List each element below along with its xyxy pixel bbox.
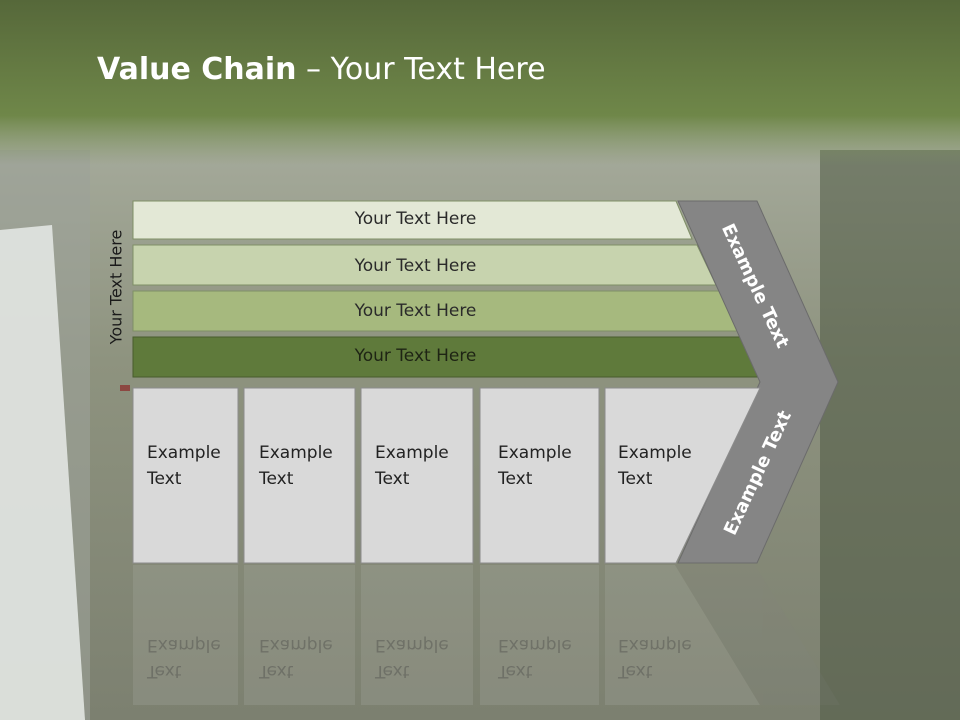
box-5-shape bbox=[604, 387, 761, 564]
box-3-line1: Example bbox=[375, 443, 449, 463]
title-rest: – Your Text Here bbox=[296, 52, 546, 87]
box-5-reflection-line1: Example bbox=[618, 635, 692, 655]
row-1-shape bbox=[132, 200, 693, 240]
box-3-reflection-line2: Text bbox=[375, 661, 410, 681]
box-3-line2: Text bbox=[375, 469, 410, 489]
row-4-label: Your Text Here bbox=[354, 346, 477, 366]
box-2-line2: Text bbox=[259, 469, 294, 489]
box-3-shape bbox=[360, 387, 474, 564]
box-5-line1: Example bbox=[618, 443, 692, 463]
reflection-group bbox=[133, 565, 840, 705]
box-4-line2: Text bbox=[498, 469, 533, 489]
box-5-reflection-line2: Text bbox=[618, 661, 653, 681]
row-1-label: Your Text Here bbox=[354, 209, 477, 229]
box-2-line1: Example bbox=[259, 443, 333, 463]
box-2-reflection-line1: Example bbox=[259, 635, 333, 655]
box-1-line2: Text bbox=[147, 469, 182, 489]
title-bold: Value Chain bbox=[97, 52, 297, 87]
box-4-reflection-line1: Example bbox=[498, 635, 572, 655]
box-5-reflection: Text Example bbox=[618, 632, 692, 684]
row-3-label: Your Text Here bbox=[354, 301, 477, 321]
box-1-reflection: Text Example bbox=[147, 632, 221, 684]
box-3-reflection-line1: Example bbox=[375, 635, 449, 655]
box-4-reflection-line2: Text bbox=[498, 661, 533, 681]
box-2-reflection-line2: Text bbox=[259, 661, 294, 681]
box-3-reflection: Text Example bbox=[375, 632, 449, 684]
box-5-line2: Text bbox=[618, 469, 653, 489]
row-2-label: Your Text Here bbox=[354, 256, 477, 276]
box-2-reflection: Text Example bbox=[259, 632, 333, 684]
box-4-shape bbox=[479, 387, 600, 564]
box-1-shape bbox=[132, 387, 239, 564]
slide-title: Value Chain – Your Text Here bbox=[97, 52, 546, 87]
box-1-line1: Example bbox=[147, 443, 221, 463]
box-2-shape bbox=[243, 387, 356, 564]
box-4-line1: Example bbox=[498, 443, 572, 463]
box-1-reflection-line2: Text bbox=[147, 661, 182, 681]
box-4-reflection: Text Example bbox=[498, 632, 572, 684]
box-1-reflection-line1: Example bbox=[147, 635, 221, 655]
chevron-shape bbox=[677, 200, 839, 564]
